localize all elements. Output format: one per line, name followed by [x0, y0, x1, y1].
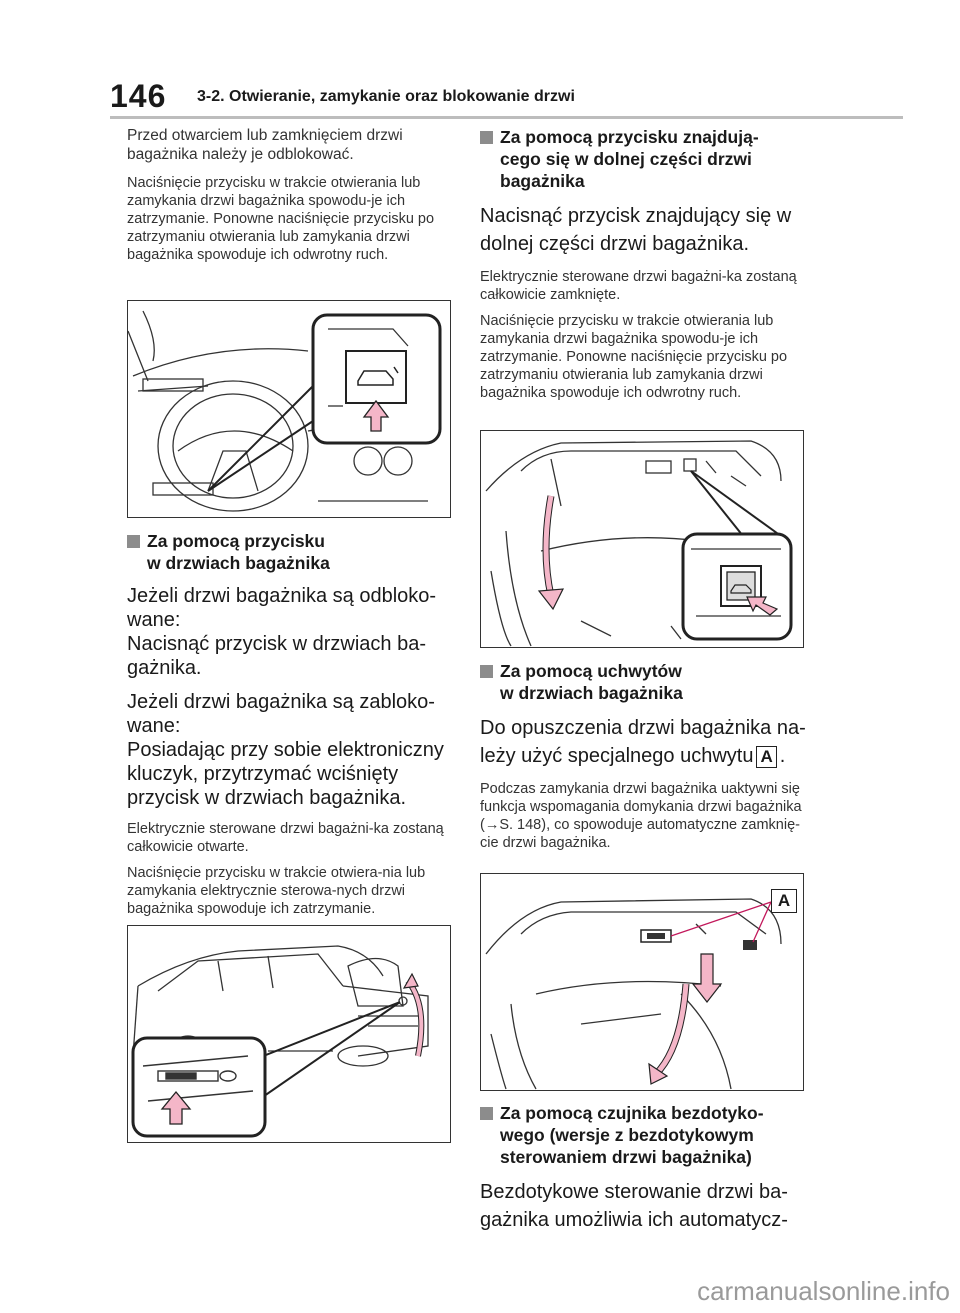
left-column: Przed otwarciem lub zamknięciem drzwi ba…: [127, 126, 452, 272]
note-close: Elektrycznie sterowane drzwi bagażni-ka …: [480, 269, 797, 303]
paragraph-sensor: Bezdotykowe sterowanie drzwi ba-gażnika …: [480, 1181, 788, 1231]
trunk-illustration: [485, 440, 793, 647]
dashboard-illustration: [128, 310, 442, 512]
bullet-square: [480, 665, 493, 678]
paragraph-press: Nacisnąć przycisk w drzwiach ba-gażnika.: [127, 633, 426, 679]
section-title: Za pomocą przycisku znajdują- cego się w…: [480, 126, 810, 192]
section-handles: Za pomocą uchwytów w drzwiach bagażnika …: [480, 660, 810, 860]
paragraph-locked: Jeżeli drzwi bagażnika są zabloko-wane:: [127, 691, 435, 737]
note-stop: Naciśnięcie przycisku w trakcie otwiera-…: [127, 865, 426, 917]
section-title: Za pomocą uchwytów w drzwiach bagażnika: [480, 660, 810, 704]
label-badge-a: A: [756, 746, 777, 768]
figure-dashboard-button: [127, 300, 451, 518]
paragraph-press-lower: Nacisnąć przycisk znajdujący się w dolne…: [480, 205, 792, 255]
section-title: Za pomocą czujnika bezdotyko- wego (wers…: [480, 1102, 810, 1168]
page-number: 146: [110, 78, 167, 114]
figure-trunk-handles: A: [480, 873, 804, 1091]
chapter-title: 3-2. Otwieranie, zamykanie oraz blokowan…: [197, 88, 575, 105]
section-sensor: Za pomocą czujnika bezdotyko- wego (wers…: [480, 1102, 810, 1244]
paragraph-key: Posiadając przy sobie elektroniczny kluc…: [127, 739, 444, 809]
bullet-square: [127, 535, 140, 548]
intro-text: Przed otwarciem lub zamknięciem drzwi ba…: [127, 127, 403, 163]
header-rule: [110, 116, 903, 119]
figure-car-rear: [127, 925, 451, 1143]
handles-illustration: [485, 898, 782, 1090]
note-stop: Naciśnięcie przycisku w trakcie otwieran…: [480, 313, 788, 401]
note-text: Naciśnięcie przycisku w trakcie otwieran…: [127, 175, 435, 263]
car-illustration: [131, 945, 429, 1138]
note-assist: Podczas zamykania drzwi bagażnika uaktyw…: [480, 781, 802, 851]
bullet-square: [480, 131, 493, 144]
section-title: Za pomocą przycisku w drzwiach bagażnika: [127, 530, 452, 574]
section-trunk-button: Za pomocą przycisku w drzwiach bagażnika…: [127, 530, 452, 926]
watermark: carmanualsonline.info: [697, 1276, 950, 1306]
paragraph-handle: Do opuszczenia drzwi bagażnika na-leży u…: [480, 717, 806, 768]
section-lower-button: Za pomocą przycisku znajdują- cego się w…: [480, 126, 810, 410]
figure-label-a: A: [771, 889, 797, 913]
bullet-square: [480, 1107, 493, 1120]
paragraph-unlocked: Jeżeli drzwi bagażnika są odbloko-wane:: [127, 585, 437, 631]
note-open: Elektrycznie sterowane drzwi bagażni-ka …: [127, 821, 444, 855]
figure-trunk-lower-button: [480, 430, 804, 648]
